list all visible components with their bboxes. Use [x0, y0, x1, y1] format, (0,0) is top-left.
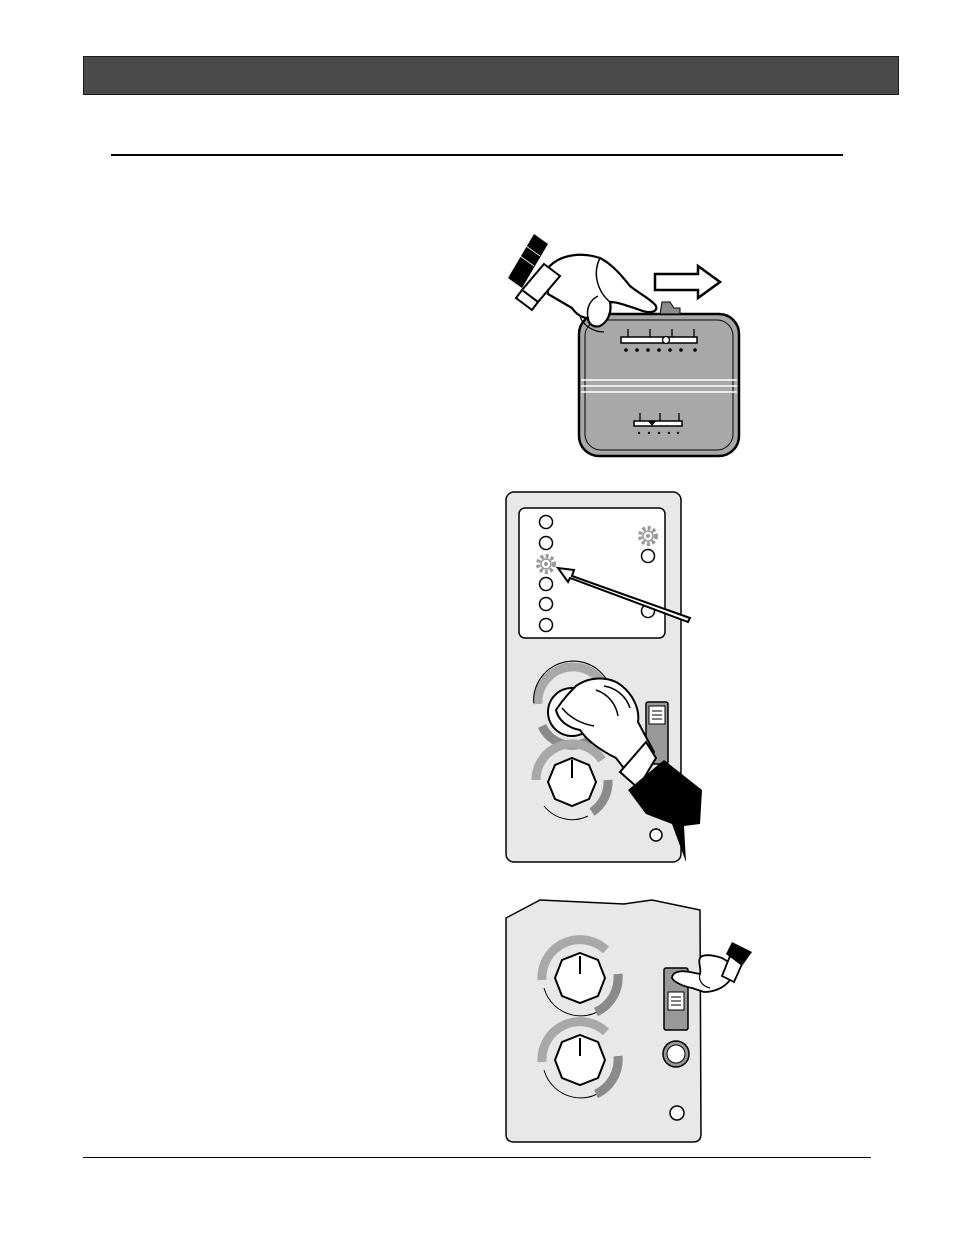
thermostat-lever[interactable] [660, 302, 680, 314]
arrow-right-icon [655, 266, 720, 298]
indicator-jack [670, 1106, 684, 1120]
footer-rule [83, 1157, 871, 1158]
indicator-jack [650, 829, 662, 841]
figure-control-panel [504, 490, 724, 870]
figure-thermostat [500, 228, 750, 460]
header-bar [83, 56, 899, 95]
section-rule [111, 154, 843, 156]
thermostat-body [579, 314, 739, 456]
round-button[interactable] [663, 1041, 689, 1067]
figure-control-panel-switch [504, 898, 754, 1146]
